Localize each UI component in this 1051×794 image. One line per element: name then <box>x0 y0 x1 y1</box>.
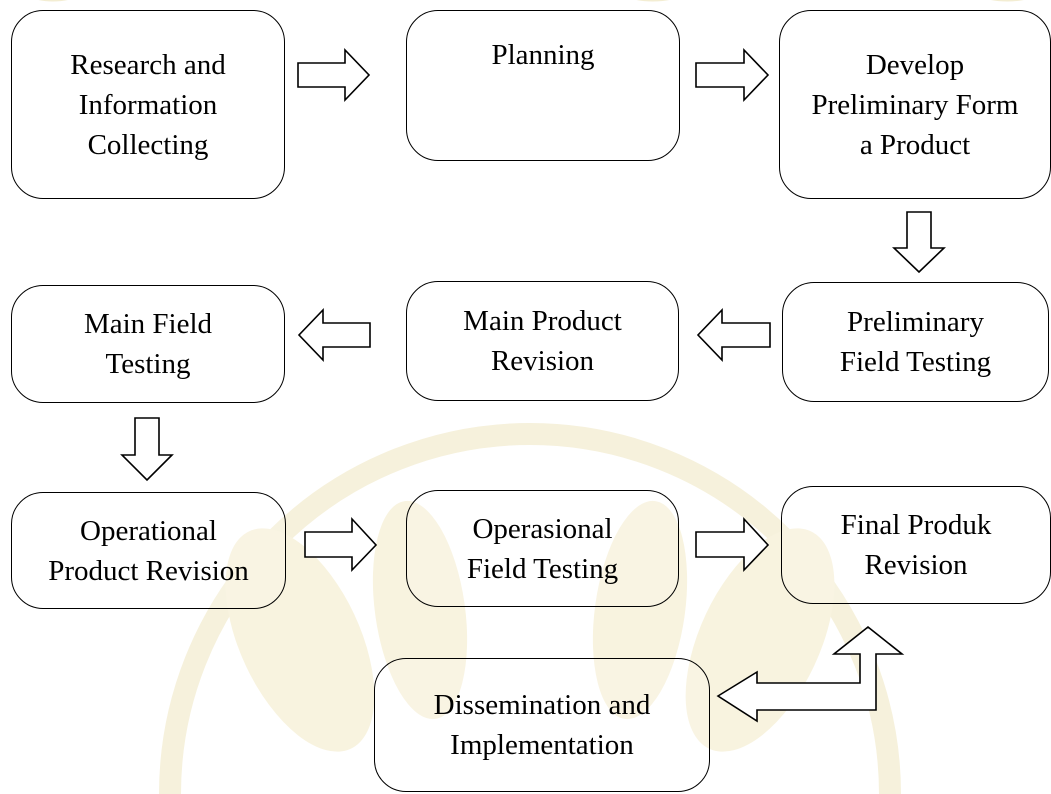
arrow-final-dissemination <box>716 625 905 723</box>
box-main-product-revision: Main Product Revision <box>406 281 679 401</box>
arrow-opfield-to-final <box>695 516 770 572</box>
box-label: Final Produk Revision <box>840 509 992 581</box>
box-operasional-field-testing: Operasional Field Testing <box>406 490 679 607</box>
box-preliminary-field-testing: Preliminary Field Testing <box>782 282 1049 402</box>
arrow-mainrev-to-mainfield <box>297 308 371 362</box>
box-label: Operasional Field Testing <box>466 512 619 585</box>
box-label: Dissemination and Implementation <box>433 689 651 761</box>
box-develop-preliminary-form: Develop Preliminary Form a Product <box>779 10 1051 199</box>
box-dissemination-implementation: Dissemination and Implementation <box>374 658 710 792</box>
box-label: Planning <box>491 39 595 71</box>
box-label: Main Field Testing <box>83 308 213 380</box>
arrow-mainfield-to-oprev <box>120 417 174 482</box>
box-research-information-collecting: Research and Information Collecting <box>11 10 285 199</box>
box-operational-product-revision: Operational Product Revision <box>11 492 286 609</box>
box-label: Preliminary Field Testing <box>839 306 992 378</box>
box-label: Main Product Revision <box>463 305 622 377</box>
box-planning: Planning <box>406 10 680 161</box>
box-label: Develop Preliminary Form a Product <box>811 48 1019 161</box>
box-label: Operational Product Revision <box>48 514 249 587</box>
box-label: Research and Information Collecting <box>70 48 226 161</box>
arrow-prelim-to-mainrev <box>696 308 771 362</box>
arrow-research-to-planning <box>297 48 371 102</box>
arrow-develop-to-prelim <box>892 211 946 274</box>
arrow-planning-to-develop <box>695 48 770 102</box>
box-final-produk-revision: Final Produk Revision <box>781 486 1051 604</box>
box-main-field-testing: Main Field Testing <box>11 285 285 403</box>
watermark-text: UNIVERSITAS <box>0 0 1051 32</box>
arrow-oprev-to-opfield <box>304 516 378 572</box>
